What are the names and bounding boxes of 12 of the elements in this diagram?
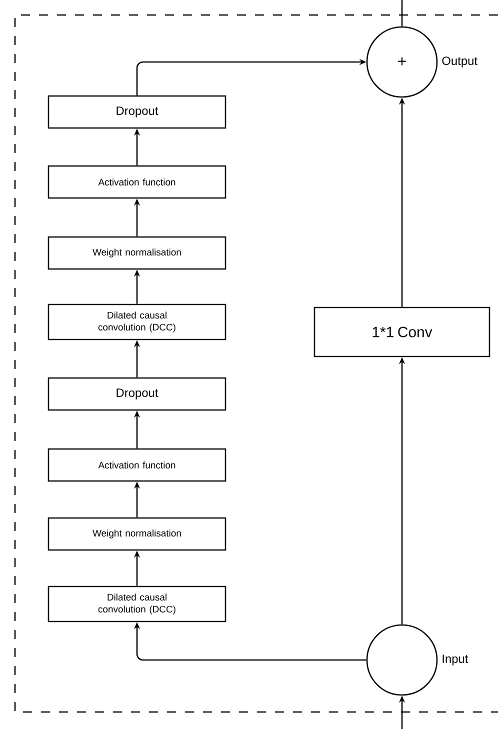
process-box: Weight normalisation: [48, 517, 226, 551]
process-box: Activation function: [48, 448, 226, 482]
process-box: Weight normalisation: [48, 236, 226, 270]
process-box: Dilated causal convolution (DCC): [48, 586, 226, 622]
process-box: Dropout: [48, 377, 226, 411]
process-box: 1*1 Conv: [314, 306, 490, 358]
process-box: Dropout: [48, 95, 226, 129]
process-box: Dilated causal convolution (DCC): [48, 304, 226, 340]
input-circle: [366, 624, 438, 696]
node-caption: Input: [442, 654, 468, 666]
process-box: Activation function: [48, 165, 226, 199]
node-caption: Output: [442, 56, 478, 68]
